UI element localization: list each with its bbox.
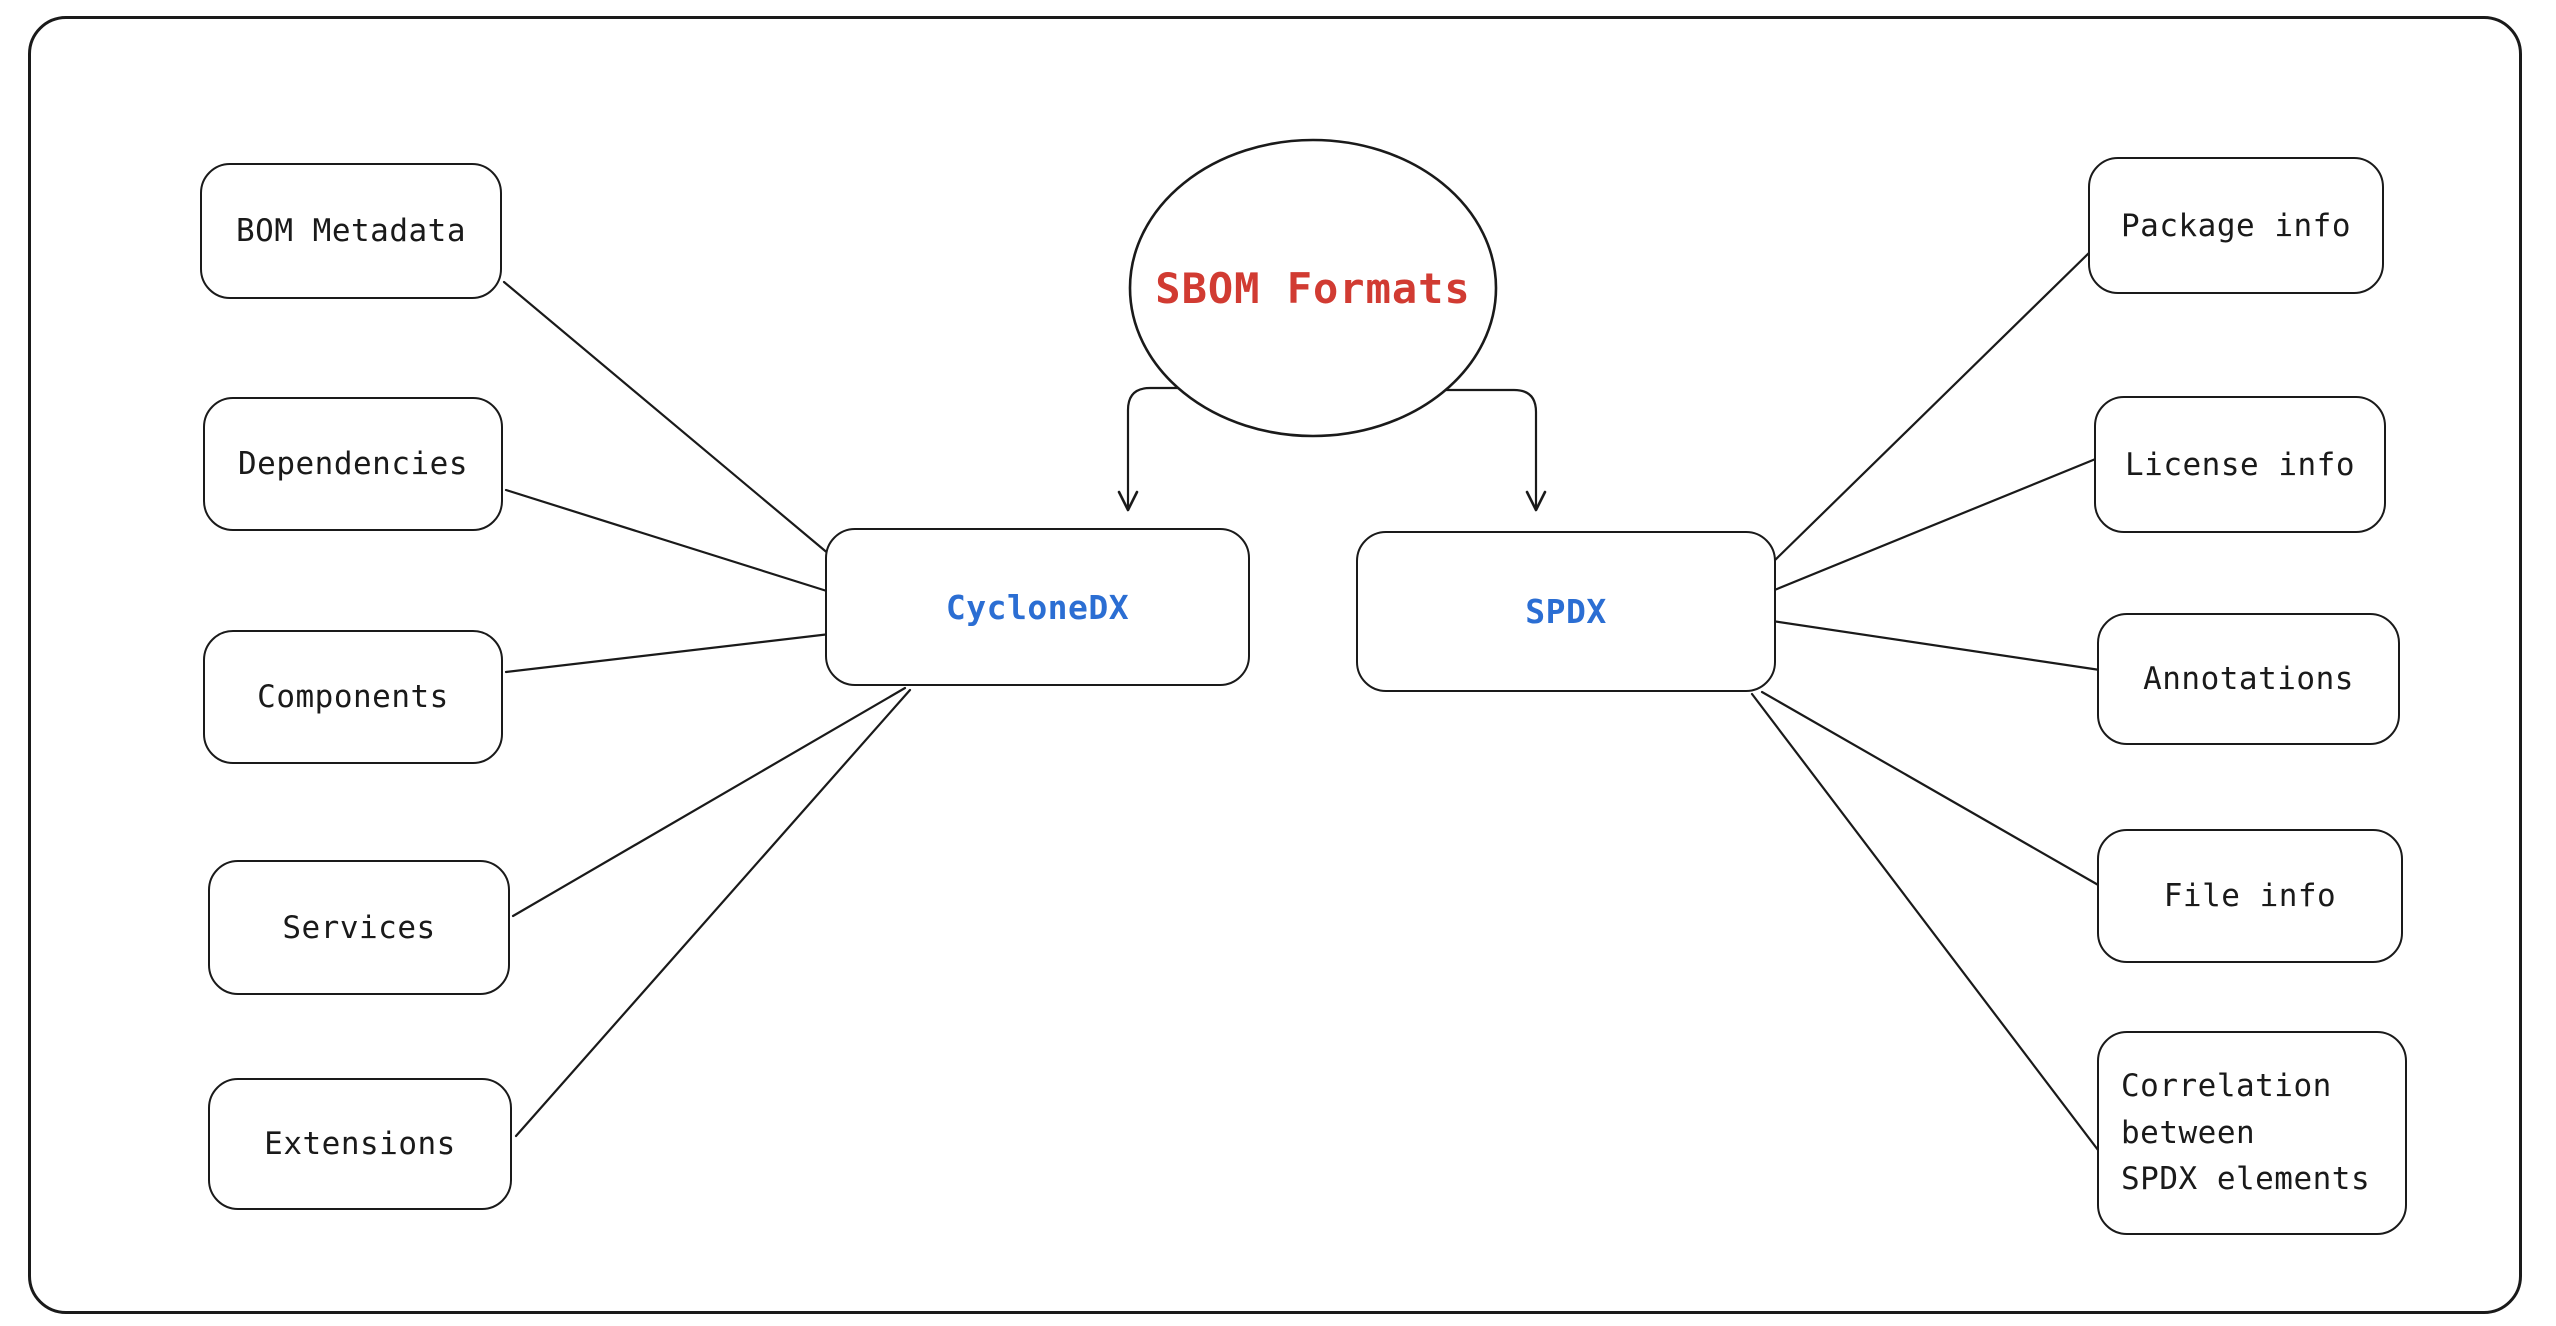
edge-cyclonedx-services — [511, 686, 907, 918]
edge-cyclonedx-extensions — [514, 688, 912, 1138]
node-cyclonedx: CycloneDX — [825, 528, 1250, 686]
arrowhead-spdx — [1525, 490, 1547, 512]
arrow-root-to-cyclonedx — [1126, 386, 1202, 508]
node-license-info: License info — [2094, 396, 2386, 533]
edge-cyclonedx-components — [504, 632, 832, 674]
arrowhead-cyclonedx — [1117, 490, 1139, 512]
edge-spdx-license-info — [1770, 456, 2100, 593]
edge-cyclonedx-bom-metadata — [502, 280, 838, 562]
root-node-label: SBOM Formats — [1155, 264, 1471, 313]
node-services: Services — [208, 860, 510, 995]
node-spdx-label: SPDX — [1525, 592, 1607, 631]
root-ellipse — [1128, 138, 1498, 438]
node-spdx: SPDX — [1356, 531, 1776, 692]
edge-cyclonedx-dependencies — [504, 488, 832, 594]
node-file-info: File info — [2097, 829, 2403, 963]
arrow-root-to-spdx — [1424, 388, 1538, 508]
node-package-info: Package info — [2088, 157, 2384, 294]
node-extensions: Extensions — [208, 1078, 512, 1210]
edge-spdx-package-info — [1770, 248, 2094, 565]
edge-spdx-correlation — [1750, 692, 2100, 1152]
node-dependencies: Dependencies — [203, 397, 503, 531]
node-bom-metadata: BOM Metadata — [200, 163, 502, 299]
node-components: Components — [203, 630, 503, 764]
node-cyclonedx-label: CycloneDX — [945, 587, 1130, 627]
edge-spdx-file-info — [1760, 690, 2102, 888]
edge-spdx-annotations — [1770, 619, 2102, 672]
node-correlation: Correlation between SPDX elements — [2097, 1031, 2407, 1235]
node-annotations: Annotations — [2097, 613, 2400, 745]
